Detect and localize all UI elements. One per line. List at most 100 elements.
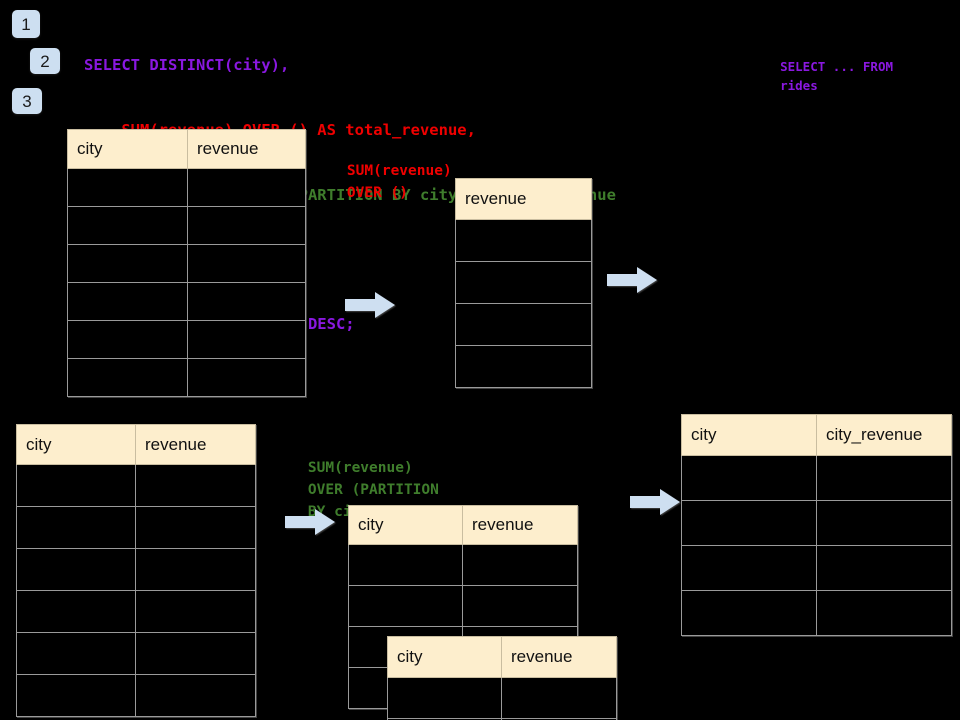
table-result: city city_revenue (681, 414, 952, 636)
table-row (348, 585, 578, 627)
column-header-city-revenue: city_revenue (816, 414, 952, 456)
table-cell (16, 632, 136, 675)
table-cell (67, 244, 188, 283)
table-source-top: city revenue (67, 129, 306, 397)
table-row (16, 548, 256, 591)
table-body (387, 677, 617, 720)
table-cell (462, 544, 578, 586)
table-cell (187, 320, 306, 359)
table-cell (455, 261, 592, 304)
table-cell (501, 677, 617, 719)
table-cell (387, 677, 502, 719)
table-cell (135, 590, 256, 633)
table-body (16, 464, 256, 717)
column-header-revenue: revenue (501, 636, 617, 678)
column-header-city: city (348, 505, 463, 545)
table-total-revenue: revenue (455, 178, 592, 388)
step-badge-2-label: 2 (40, 51, 50, 71)
table-row (67, 358, 306, 397)
table-cell (67, 168, 188, 207)
side-note-line-1: SELECT ... FROM (780, 59, 893, 74)
table-header-row: revenue (455, 178, 592, 220)
table-row (67, 244, 306, 283)
arrow-total-to-result (607, 267, 657, 293)
table-row (16, 464, 256, 507)
table-row (387, 677, 617, 719)
table-cell (455, 303, 592, 346)
table-body (681, 455, 952, 636)
table-row (681, 590, 952, 636)
step-badge-2: 2 (30, 48, 60, 74)
table-cell (135, 464, 256, 507)
table-cell (348, 544, 463, 586)
table-cell (187, 168, 306, 207)
column-header-city: city (387, 636, 502, 678)
table-header-row: city revenue (16, 424, 256, 465)
step-badge-1-label: 1 (21, 14, 31, 34)
side-note-line-2: rides (780, 78, 818, 93)
table-row (681, 500, 952, 546)
table-cell (462, 585, 578, 627)
table-cell (187, 358, 306, 397)
table-row (67, 206, 306, 245)
annotation-total-revenue-line-2: OVER () (346, 185, 409, 201)
column-header-revenue: revenue (462, 505, 578, 545)
table-body (67, 168, 306, 397)
table-cell (67, 206, 188, 245)
table-header-row: city city_revenue (681, 414, 952, 456)
table-row (67, 282, 306, 321)
table-row (16, 632, 256, 675)
table-row (387, 718, 617, 720)
annotation-city-revenue-line-2: OVER (PARTITION (307, 482, 439, 498)
table-body (455, 219, 592, 388)
table-cell (455, 345, 592, 388)
table-row (16, 590, 256, 633)
table-cell (16, 590, 136, 633)
table-row (681, 545, 952, 591)
table-cell (16, 674, 136, 717)
table-cell (187, 282, 306, 321)
annotation-total-revenue: SUM(revenue) OVER () (312, 138, 452, 226)
table-cell (67, 358, 188, 397)
step-badge-3-label: 3 (22, 91, 32, 111)
table-row (16, 506, 256, 549)
column-header-revenue: revenue (135, 424, 256, 465)
arrow-source-to-total (345, 292, 395, 318)
table-row (455, 219, 592, 262)
column-header-city: city (681, 414, 817, 456)
table-cell (135, 632, 256, 675)
table-cell (816, 545, 952, 591)
table-cell (16, 548, 136, 591)
table-cell (16, 464, 136, 507)
table-cell (187, 206, 306, 245)
table-cell (816, 500, 952, 546)
table-row (455, 303, 592, 346)
table-cell (681, 545, 817, 591)
table-header-row: city revenue (67, 129, 306, 169)
sql-line-select: SELECT DISTINCT(city), (84, 56, 290, 75)
table-row (455, 261, 592, 304)
column-header-revenue: revenue (455, 178, 592, 220)
table-cell (67, 282, 188, 321)
column-header-city: city (67, 129, 188, 169)
column-header-city: city (16, 424, 136, 465)
table-cell (681, 590, 817, 636)
table-cell (67, 320, 188, 359)
step-badge-1: 1 (12, 10, 40, 38)
table-cell (681, 455, 817, 501)
column-header-revenue: revenue (187, 129, 306, 169)
arrow-partition-to-result (630, 489, 680, 515)
table-partition-group-front: city revenue (387, 636, 617, 720)
table-cell (816, 455, 952, 501)
table-cell (135, 506, 256, 549)
side-note-select-from: SELECT ... FROM rides (750, 38, 893, 114)
arrow-source-to-partition (285, 509, 335, 535)
table-row (348, 544, 578, 586)
table-header-row: city revenue (387, 636, 617, 678)
table-cell (348, 585, 463, 627)
table-row (67, 168, 306, 207)
table-cell (455, 219, 592, 262)
table-source-bottom: city revenue (16, 424, 256, 717)
table-row (455, 345, 592, 388)
